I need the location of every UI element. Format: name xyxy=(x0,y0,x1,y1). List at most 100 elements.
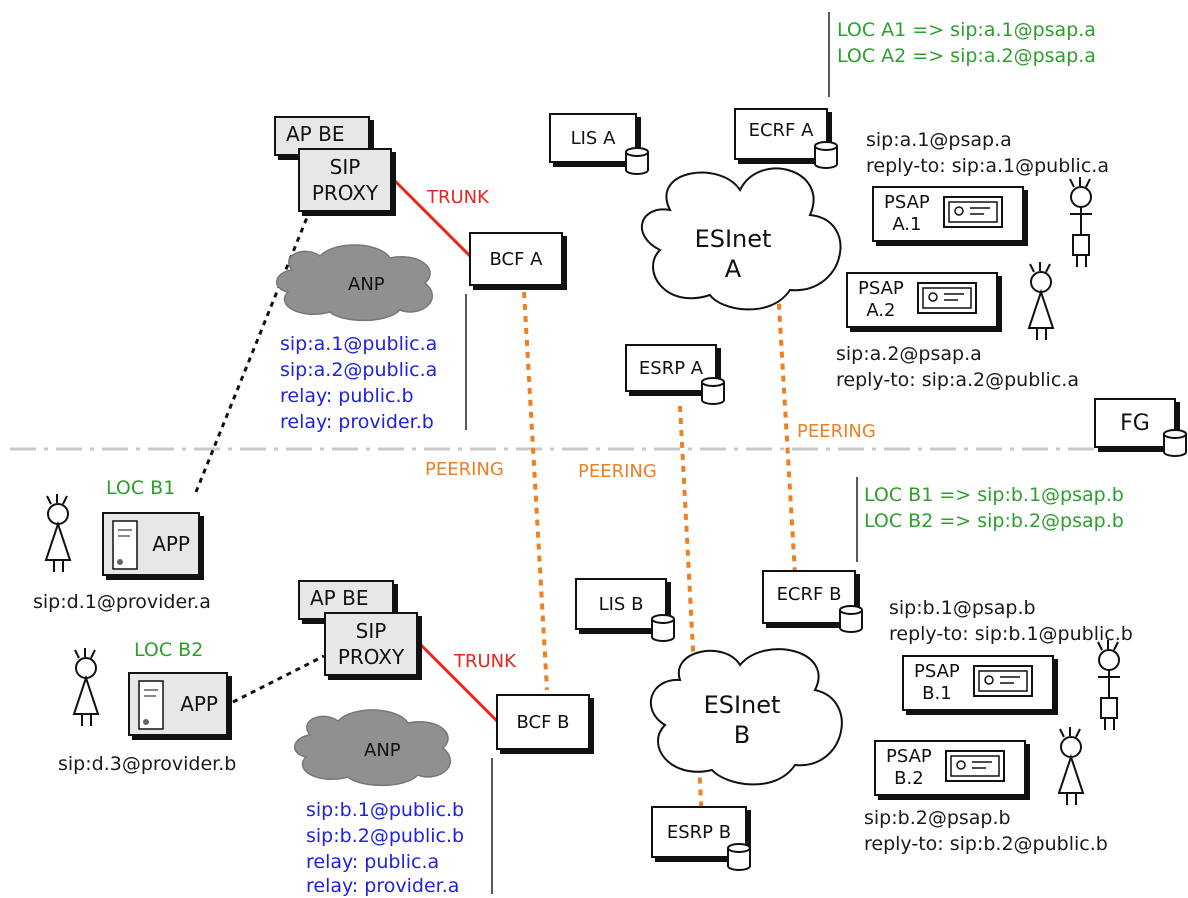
ecrf-b-mapping-1: LOC B1 => sip:b.1@psap.b xyxy=(864,484,1124,506)
trunk-b-label: TRUNK xyxy=(454,651,516,672)
monitor-icon xyxy=(972,665,1033,697)
psap-a1-name-2: A.1 xyxy=(892,214,922,235)
person-icon xyxy=(1057,727,1085,805)
ecrf-a-mapping-1: LOC A1 => sip:a.1@psap.a xyxy=(837,19,1096,41)
loc-b2-label: LOC B2 xyxy=(134,639,204,661)
fg-label: FG xyxy=(1120,410,1150,436)
bcf-a-label: BCF A xyxy=(489,248,543,270)
ap-be-b-label: AP BE xyxy=(310,586,369,610)
lis-b: LIS B xyxy=(575,578,667,630)
person-icon xyxy=(72,648,100,726)
psap-b2-name-2: B.2 xyxy=(894,768,924,789)
app-3-label: APP xyxy=(180,692,218,716)
public-b-item-4: relay: provider.a xyxy=(306,875,460,897)
app-1: APP xyxy=(102,512,200,576)
psap-a2-name-1: PSAP xyxy=(858,278,904,299)
ap-be-a-label: AP BE xyxy=(286,122,345,146)
psap-a1-name: PSAP A.1 xyxy=(884,192,930,236)
psap-b1-name: PSAP B.1 xyxy=(914,661,960,705)
peering-top-label: PEERING xyxy=(797,421,876,442)
person-icon xyxy=(44,494,72,572)
psap-b1: PSAP B.1 xyxy=(902,655,1054,711)
lis-a: LIS A xyxy=(549,113,637,163)
public-a-item-1: sip:a.1@public.a xyxy=(280,333,438,355)
sip-proxy-a: SIP PROXY xyxy=(298,148,392,212)
phone-icon xyxy=(112,520,138,570)
esinet-a-label-1: ESInet xyxy=(694,225,772,253)
sip-proxy-b: SIP PROXY xyxy=(324,612,418,676)
anp-a-cloud xyxy=(276,244,433,322)
psap-b2-name-1: PSAP xyxy=(886,746,932,767)
trunk-b-line xyxy=(416,640,500,724)
esrp-a: ESRP A xyxy=(625,344,717,392)
esinet-b-label-2: B xyxy=(733,721,751,749)
psap-a2: PSAP A.2 xyxy=(846,272,998,328)
psap-b1-reply-to: reply-to: sip:b.1@public.b xyxy=(889,623,1133,645)
bcf-a: BCF A xyxy=(469,232,563,286)
psap-a1-address: sip:a.1@psap.a xyxy=(866,129,1012,151)
ecrf-a-label: ECRF A xyxy=(748,120,814,141)
peering-left-label: PEERING xyxy=(425,459,504,480)
trunk-a-line xyxy=(390,176,474,260)
public-b-item-2: sip:b.2@public.b xyxy=(306,825,465,847)
public-a-item-2: sip:a.2@public.a xyxy=(280,359,438,381)
anp-a-label: ANP xyxy=(348,274,385,295)
psap-a2-reply-to: reply-to: sip:a.2@public.a xyxy=(836,369,1079,391)
psap-b1-address: sip:b.1@psap.b xyxy=(889,597,1036,619)
ecrf-a: ECRF A xyxy=(734,108,828,160)
psap-a1: PSAP A.1 xyxy=(872,186,1024,242)
peering-mid-label: PEERING xyxy=(578,461,657,482)
anp-b-label: ANP xyxy=(364,740,401,761)
ecrf-b-mapping-2: LOC B2 => sip:b.2@psap.b xyxy=(864,510,1124,532)
person-icon xyxy=(1097,640,1120,730)
esinet-a-label-2: A xyxy=(724,255,742,283)
psap-a2-name: PSAP A.2 xyxy=(858,278,904,322)
psap-b1-name-1: PSAP xyxy=(914,661,960,682)
user-d1-address: sip:d.1@provider.a xyxy=(33,591,211,613)
esinet-a-cloud xyxy=(640,167,842,311)
fg: FG xyxy=(1094,398,1176,448)
sip-proxy-b-label-2: PROXY xyxy=(337,645,405,669)
esinet-b-label-1: ESInet xyxy=(703,691,781,719)
app-3: APP xyxy=(128,672,228,736)
peering-esrp-line xyxy=(678,405,704,821)
app3-proxy-link xyxy=(232,654,325,704)
bcf-b: BCF B xyxy=(496,694,590,750)
psap-b2-address: sip:b.2@psap.b xyxy=(864,807,1011,829)
ecrf-b-label: ECRF B xyxy=(776,584,842,605)
trunk-a-label: TRUNK xyxy=(427,187,489,208)
psap-b2-reply-to: reply-to: sip:b.2@public.b xyxy=(864,833,1108,855)
psap-b1-name-2: B.1 xyxy=(922,683,952,704)
lis-b-label: LIS B xyxy=(598,593,644,615)
loc-b1-label: LOC B1 xyxy=(106,477,176,499)
person-icon xyxy=(1069,177,1092,267)
psap-a2-address: sip:a.2@psap.a xyxy=(836,343,982,365)
esrp-a-label: ESRP A xyxy=(638,357,704,379)
user-d3-address: sip:d.3@provider.b xyxy=(58,753,237,775)
lis-a-label: LIS A xyxy=(570,127,616,149)
public-b-item-1: sip:b.1@public.b xyxy=(306,799,465,821)
public-a-item-3: relay: public.b xyxy=(280,385,414,407)
sip-proxy-b-label-1: SIP xyxy=(355,619,387,643)
anp-b-cloud xyxy=(294,709,451,787)
psap-a1-reply-to: reply-to: sip:a.1@public.a xyxy=(866,155,1109,177)
sip-proxy-a-label-2: PROXY xyxy=(311,181,379,205)
psap-a2-name-2: A.2 xyxy=(866,300,896,321)
public-a-item-4: relay: provider.b xyxy=(280,411,434,433)
ecrf-a-mapping-2: LOC A2 => sip:a.2@psap.a xyxy=(837,45,1096,67)
monitor-icon xyxy=(942,196,1003,228)
esinet-a-label: ESInet A xyxy=(688,224,778,284)
esrp-b: ESRP B xyxy=(651,806,747,858)
esinet-b-label: ESInet B xyxy=(697,690,787,750)
ecrf-b: ECRF B xyxy=(762,570,856,624)
monitor-icon xyxy=(916,282,977,314)
person-icon xyxy=(1027,262,1055,340)
app-1-label: APP xyxy=(152,532,190,556)
esrp-b-label: ESRP B xyxy=(666,821,732,843)
phone-icon xyxy=(138,680,164,730)
peering-bcf-line xyxy=(522,291,549,691)
psap-b2: PSAP B.2 xyxy=(874,740,1026,796)
monitor-icon xyxy=(944,750,1005,782)
public-b-item-3: relay: public.a xyxy=(306,851,440,873)
